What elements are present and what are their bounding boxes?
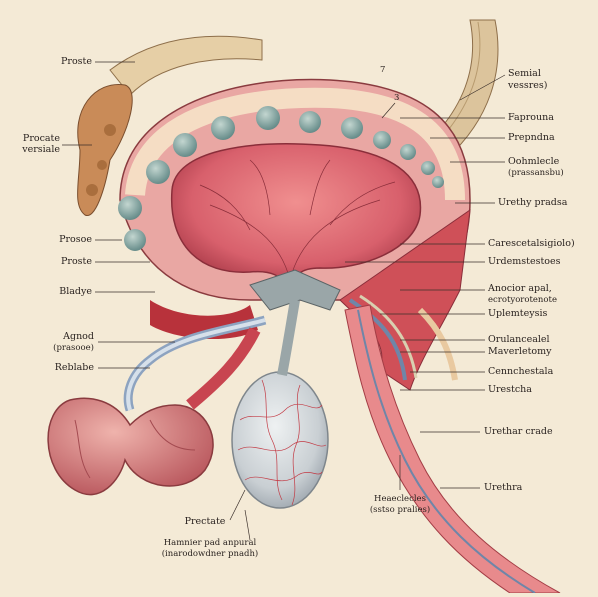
label-anocior-1: Anocior apal, [488,283,552,294]
label-maverletomy: Maverletomy [488,346,552,357]
label-urethy: Urethy pradsa [498,197,568,208]
label-seminal-2: vessres) [508,80,548,91]
bladder-glands [118,106,444,251]
prostate [231,371,329,509]
label-prostate-vesicle-2: versiale [22,144,60,155]
label-urethra: Urethra [484,482,523,493]
seminal-vesicle-left [77,83,133,216]
bladder-lumen [170,143,422,292]
label-faprouna: Faprouna [508,112,554,123]
label-hamnier-1: Hamnier pad anpural [163,538,257,548]
label-agnod-1: Agnod [63,331,94,342]
label-proste-top: Proste [61,56,92,67]
testis [47,397,214,496]
label-num-3: 3 [394,93,400,103]
label-prosoe: Prosoe [59,234,92,245]
label-urdemstestoes: Urdemstestoes [488,256,561,267]
vas-deferens-tube [109,35,263,96]
label-orulancealel: Orulancealel [488,334,550,345]
label-cennchestala: Cennchestala [488,366,554,377]
bladder-neck [249,269,341,311]
label-uplemteysis: Uplemteysis [488,308,548,319]
label-num-7: 7 [380,65,386,75]
label-heaeclecles-2: (sstso pralies) [369,505,431,515]
label-prectate: Prectate [184,516,226,527]
label-proste-mid: Proste [61,256,92,267]
label-reblabe: Reblabe [54,362,94,373]
label-oohmlecle-2: (prassansbu) [508,168,564,178]
label-seminal-1: Semial [508,68,541,79]
label-oohmlecle-1: Oohmlecle [508,156,560,167]
label-heaeclecles-1: Heaeclecles [374,494,426,504]
prostate-vessels [237,379,327,506]
label-urethar-grade: Urethar crade [484,426,553,437]
label-hamnier-2: (inarodowdner pnadh) [161,549,259,559]
label-agnod-2: (prasooe) [53,343,94,353]
label-prepndna: Prepndna [508,132,555,143]
spermatic-cord [186,327,261,410]
leader-lines [62,61,506,541]
label-urestcha: Urestcha [488,384,532,395]
bladder-veins [199,159,396,281]
label-anocior-2: ecrotyorotenote [488,295,557,305]
label-caresce: Carescetalsigiolo) [488,238,575,249]
label-bladye: Bladye [59,286,92,297]
label-prostate-vesicle-1: Procate [22,133,60,144]
